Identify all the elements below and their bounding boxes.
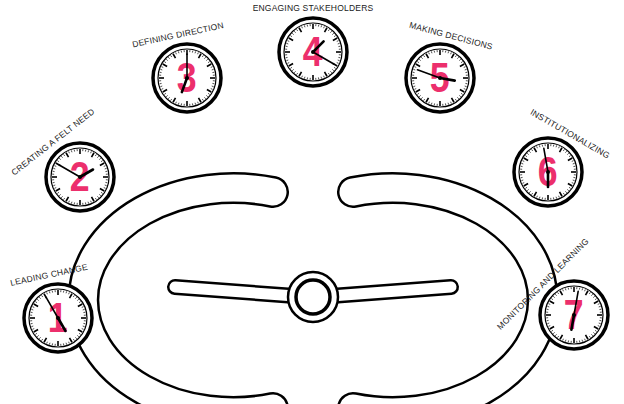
clock-hands: [151, 42, 223, 114]
clock-node: 3DEFINING DIRECTION: [151, 42, 223, 114]
clock-node: 2CREATING A FELT NEED: [44, 141, 116, 213]
clock-node: 6INSTITUTIONALIZING: [512, 136, 584, 208]
clock-hands: [22, 282, 94, 354]
clock-hands: [538, 279, 610, 351]
clock-hands: [44, 141, 116, 213]
clock-node: 7MONITORING AND LEARNING: [538, 279, 610, 351]
clock-node: 1LEADING CHANGE: [22, 282, 94, 354]
clock-node: 4ENGAGING STAKEHOLDERS: [277, 16, 349, 88]
clock-hands: [512, 136, 584, 208]
clock-hands: [277, 16, 349, 88]
step-label: ENGAGING STAKEHOLDERS: [253, 4, 374, 13]
clock-hands: [404, 42, 476, 114]
clock-node: 5MAKING DECISIONS: [404, 42, 476, 114]
